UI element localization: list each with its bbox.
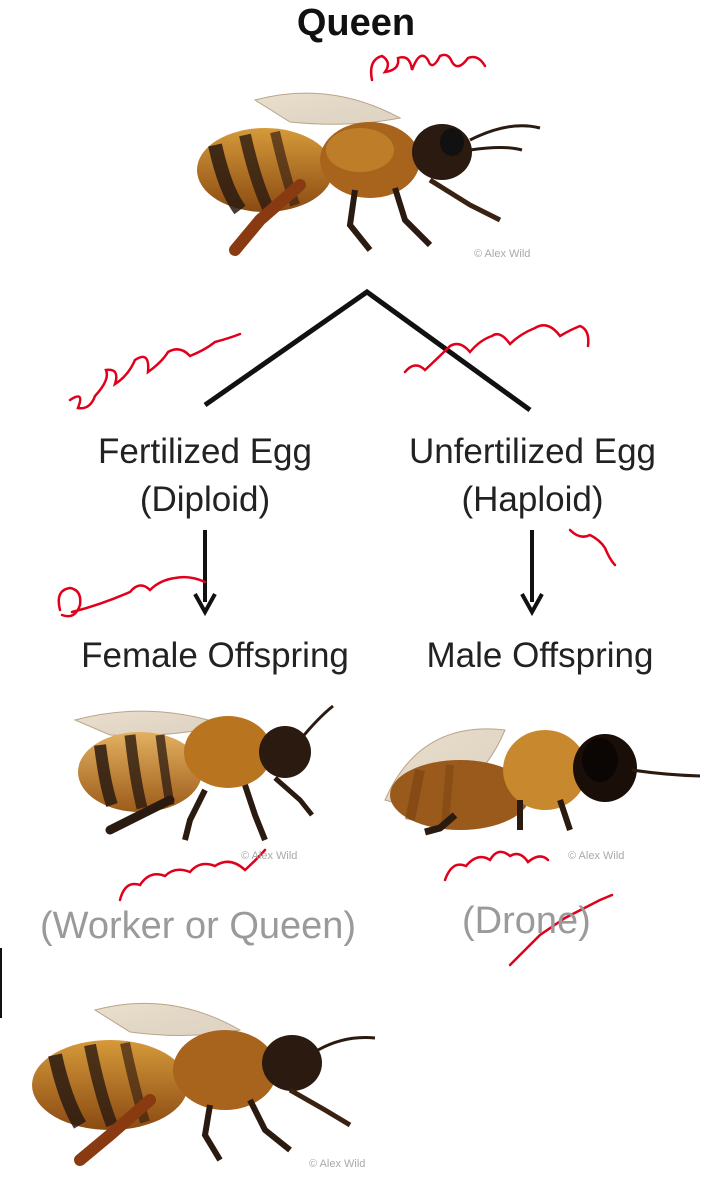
credit-worker: © Alex Wild: [241, 850, 297, 862]
worker-bee-image: [75, 706, 333, 840]
diploid-label: (Diploid): [55, 480, 355, 520]
credit-queen-top: © Alex Wild: [474, 248, 530, 260]
queen-bee-image: [197, 93, 540, 250]
drone-bee-image: [385, 729, 700, 832]
credit-queen-bottom: © Alex Wild: [309, 1158, 365, 1170]
female-offspring-label: Female Offspring: [45, 636, 385, 676]
queen-bee-bottom-image: [32, 1003, 375, 1160]
haploid-label: (Haploid): [375, 480, 690, 520]
male-offspring-label: Male Offspring: [395, 636, 685, 676]
branch-lines: [205, 292, 530, 410]
worker-or-queen-caption: (Worker or Queen): [40, 905, 356, 948]
drone-caption: (Drone): [462, 900, 591, 943]
unfertilized-egg-label: Unfertilized Egg: [375, 432, 690, 472]
left-edge-bar: [0, 948, 2, 1018]
arrow-down-right: [522, 530, 542, 612]
arrow-down-left: [195, 530, 215, 612]
fertilized-egg-label: Fertilized Egg: [55, 432, 355, 472]
credit-drone: © Alex Wild: [568, 850, 624, 862]
